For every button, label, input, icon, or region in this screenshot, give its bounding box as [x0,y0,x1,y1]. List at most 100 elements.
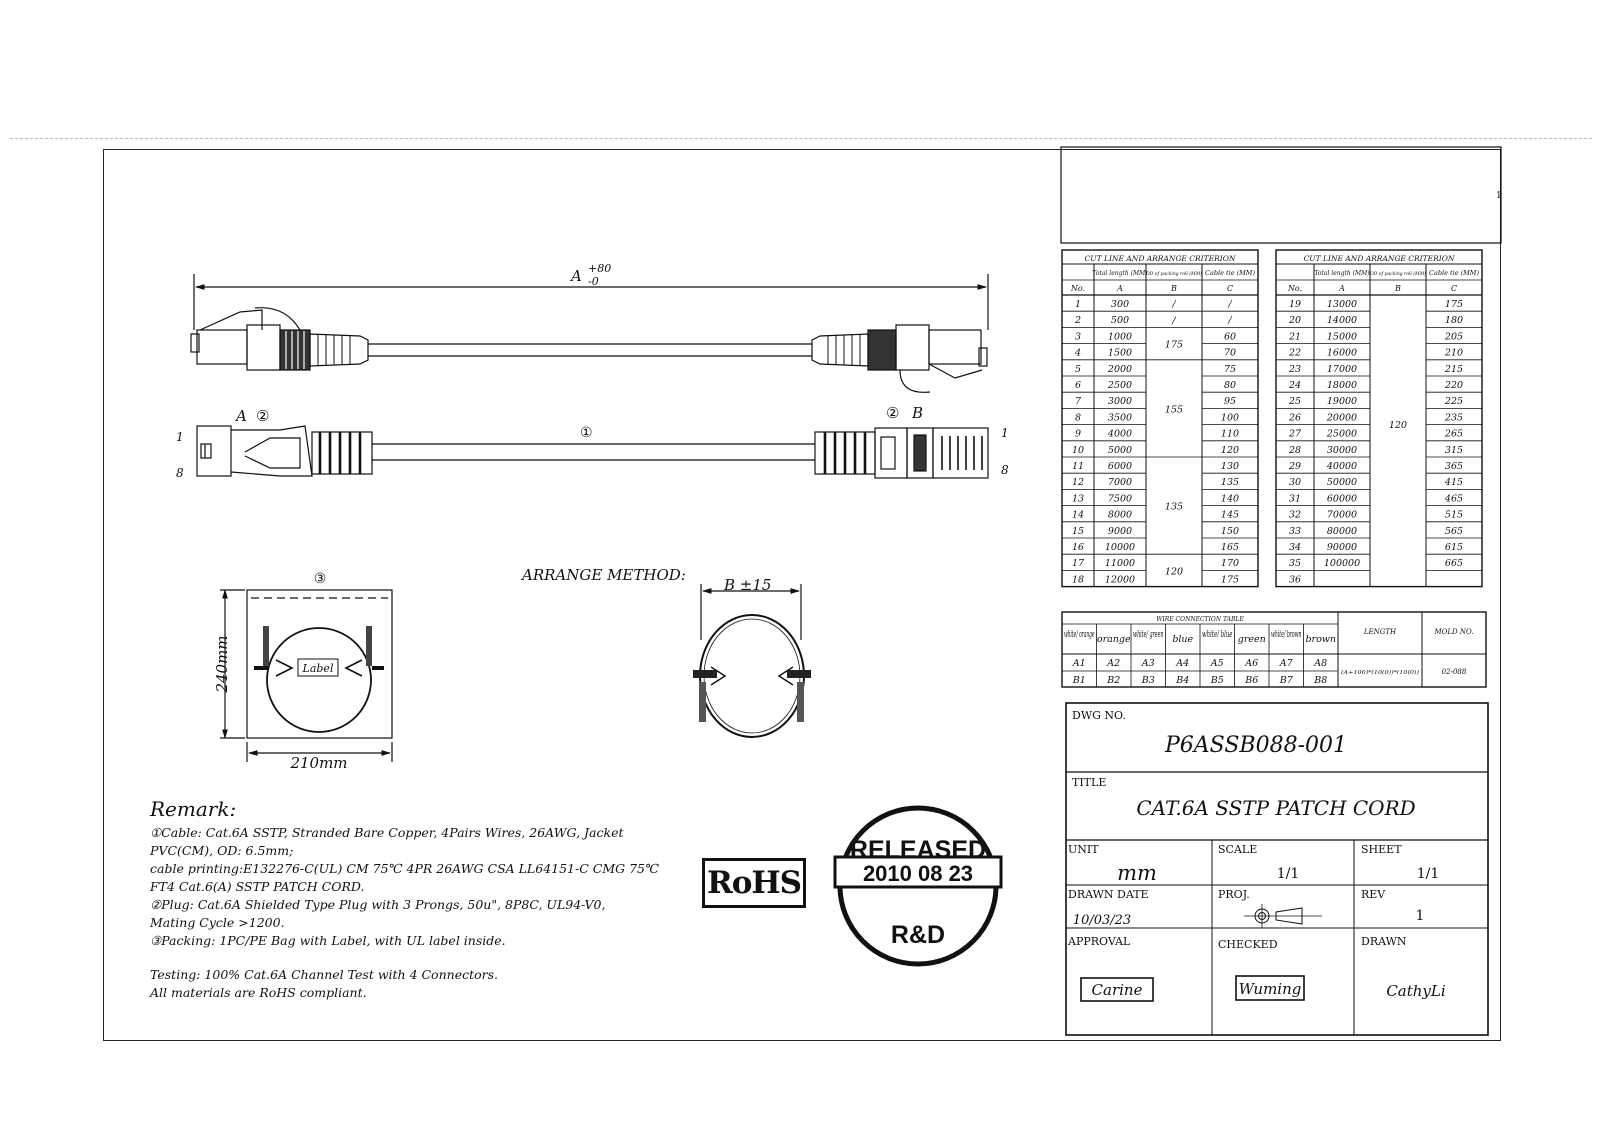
wire-pin-a: A4 [1175,658,1189,669]
wire-pin-a: A6 [1244,658,1258,669]
wire-color-header: white/ orange [1064,630,1095,640]
cut-cell-no: 14 [1072,510,1084,521]
dwg-no-label: DWG NO. [1072,709,1126,722]
cut-cell-a: 60000 [1327,493,1357,504]
packing-callout: ③ [314,571,327,587]
cut-header-od: OD of packing roll (MM) [1370,270,1426,277]
cut-cell-b: 175 [1165,340,1183,351]
cut-header-total: Total length (MM) [1092,270,1148,277]
cut-cell-no: 34 [1289,542,1301,553]
pin-1-right: 1 [1001,426,1009,440]
rohs-mark: RoHS [702,858,806,908]
cut-cell-c: 235 [1444,412,1463,423]
cut-cell-a: 100000 [1324,558,1360,569]
cut-cell-a: 4000 [1107,429,1132,440]
wire-pin-b: B2 [1106,675,1120,686]
cut-cell-a: 6000 [1108,461,1132,472]
cut-cell-no: 24 [1288,380,1301,391]
cut-cell-c: 225 [1444,396,1463,407]
stamp-released: RELEASED [850,836,986,864]
drawn-date-label: DRAWN DATE [1068,888,1149,901]
cut-cell-a: 10000 [1105,542,1135,553]
cut-cell-a: 7000 [1108,477,1132,488]
wire-pin-b: B1 [1072,675,1086,686]
cut-cell-b: 135 [1165,502,1183,513]
unit-label: UNIT [1068,843,1099,856]
end-b-label: B [911,404,923,422]
wire-pin-b: B3 [1141,675,1155,686]
cut-cell-a: 9000 [1108,526,1132,537]
cut-cell-no: 27 [1288,429,1302,440]
sheet-value: 1/1 [1417,866,1440,882]
wire-color-header: brown [1305,634,1336,645]
cut-cell-a: 12000 [1105,574,1135,585]
cut-cell-no: 20 [1288,315,1301,326]
pin-1-left: 1 [176,430,184,444]
approval-signature-box [1080,977,1154,1002]
wire-pin-b: B4 [1175,675,1189,686]
dim-a-label: A [569,267,582,285]
arrange-method-title: ARRANGE METHOD: [520,566,686,584]
pack-height-dim: 240mm [213,635,231,693]
cut-cell-no: 15 [1072,526,1084,537]
cut-cell-no: 32 [1289,510,1301,521]
cut-header-c: C [1451,284,1457,293]
stamp-rd: R&D [891,921,945,949]
cut-cell-b: / [1171,299,1176,310]
cut-cell-a: 3000 [1108,396,1132,407]
cut-header-tie: Cable tie (MM) [1205,269,1255,277]
wire-color-header: orange [1097,634,1131,645]
cut-header-tie: Cable tie (MM) [1429,269,1479,277]
cut-cell-c: 165 [1221,542,1239,553]
cut-cell-a: 5000 [1108,445,1132,456]
cut-cell-b: 120 [1165,566,1183,577]
cut-cell-no: 19 [1289,299,1301,310]
remark-line: ①Cable: Cat.6A SSTP, Stranded Bare Coppe… [150,825,624,840]
wire-length-header: LENGTH [1363,628,1397,636]
stamp-date: 2010 08 23 [863,861,973,886]
cut-cell-b: 120 [1389,420,1407,431]
cut-cell-a: 50000 [1327,477,1357,488]
proj-label: PROJ. [1218,888,1250,901]
dim-a-tol-minus: -0 [588,275,599,288]
cut-cell-b: 155 [1165,404,1183,415]
wire-color-header: white/ green [1133,630,1164,640]
cut-cell-a: 20000 [1326,412,1357,423]
wire-pin-a: A8 [1313,658,1327,669]
cut-cell-c: 80 [1224,380,1236,391]
drawing-frame [103,149,1501,1041]
cut-cell-c: 140 [1221,493,1239,504]
wire-table-title: WIRE CONNECTION TABLE [1156,616,1244,623]
wire-table-border [1061,611,1487,688]
wire-mold-header: MOLD NO. [1433,628,1473,636]
remark-line: Mating Cycle >1200. [150,915,285,930]
title-label: TITLE [1072,776,1106,789]
cut-cell-b: / [1171,315,1176,326]
cut-cell-c: 315 [1445,445,1463,456]
cut-header-no: No. [1070,284,1085,293]
wire-color-header: blue [1172,634,1193,645]
cut-cell-a: 3500 [1108,412,1132,423]
cut-cell-no: 7 [1075,396,1082,407]
cut-cell-c: 170 [1221,558,1239,569]
cut-cell-no: 3 [1075,331,1081,342]
wire-color-header: white/ blue [1202,630,1233,640]
cut-cell-c: 120 [1221,445,1239,456]
wire-pin-b: B8 [1313,675,1327,686]
cut-cell-c: / [1227,315,1232,326]
cut-cell-c: 100 [1221,412,1239,423]
edge-mark: 1 [1496,191,1502,201]
cut-cell-a: 1500 [1108,348,1132,359]
cut-cell-a: 80000 [1327,526,1357,537]
cable-callout: ① [580,425,593,441]
cut-cell-c: 265 [1444,429,1463,440]
cut-cell-a: 19000 [1327,396,1357,407]
cut-cell-a: 13000 [1327,299,1357,310]
cut-cell-no: 4 [1074,348,1081,359]
cut-cell-no: 8 [1075,412,1081,423]
sheet-label: SHEET [1361,843,1402,856]
cut-cell-a: 17000 [1327,364,1357,375]
cut-table-title: CUT LINE AND ARRANGE CRITERION [1085,254,1236,263]
